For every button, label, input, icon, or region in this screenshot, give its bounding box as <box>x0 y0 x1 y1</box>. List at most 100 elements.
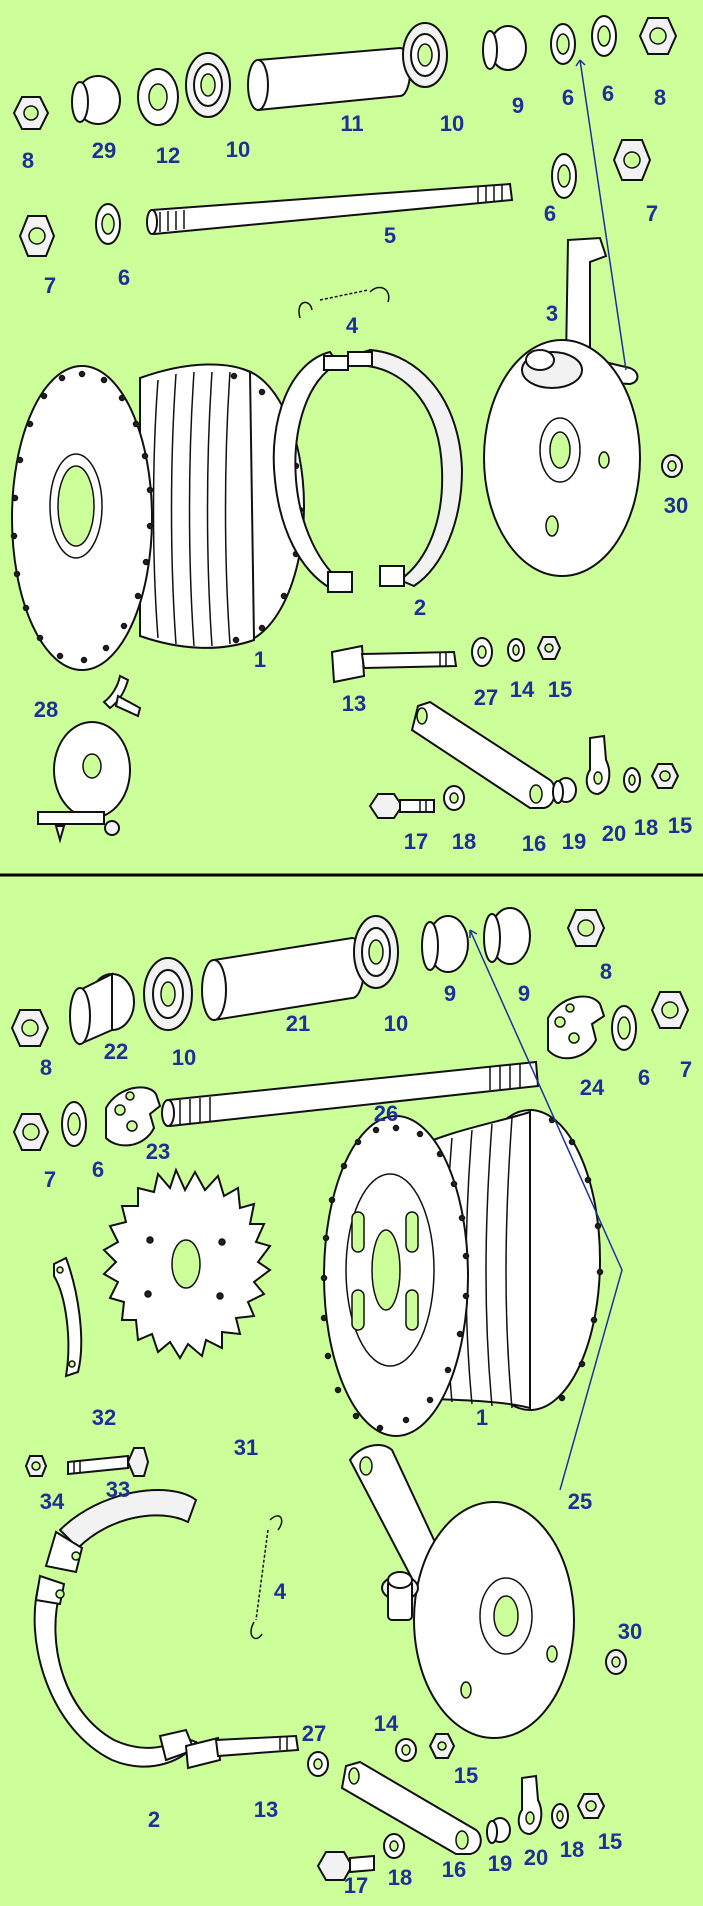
callout: 7 <box>680 1057 692 1082</box>
upper-callouts: 8 29 12 10 11 10 9 6 6 8 7 6 5 6 7 4 3 3… <box>22 81 692 856</box>
callout: 3 <box>546 301 558 326</box>
callout: 10 <box>226 137 250 162</box>
callout: 8 <box>654 85 666 110</box>
washer-12 <box>137 68 179 126</box>
nut-8-right <box>638 17 678 55</box>
callout: 15 <box>598 1829 622 1854</box>
nut-30 <box>661 454 683 478</box>
washer-6-right <box>551 153 577 199</box>
callout: 9 <box>444 981 456 1006</box>
front-hub-assembly: 8 29 12 10 11 10 9 6 6 8 7 6 5 6 7 4 3 3… <box>10 15 692 856</box>
brake-cam-13 <box>330 644 458 684</box>
torque-arm-16 <box>410 700 556 809</box>
nut-7-right <box>612 139 652 181</box>
nut-15-b <box>428 1733 456 1759</box>
bearing-10-right <box>402 22 448 88</box>
callout: 34 <box>40 1489 65 1514</box>
brake-plate-3 <box>483 236 641 577</box>
axle-5 <box>146 182 514 236</box>
callout: 21 <box>286 1011 310 1036</box>
callout: 14 <box>510 677 535 702</box>
callout: 22 <box>104 1039 128 1064</box>
chain-adjuster-23 <box>105 1086 162 1147</box>
washer-6-b-right <box>611 1005 637 1051</box>
bolt-17-b <box>316 1851 375 1881</box>
bushing-9-b-left <box>421 915 469 973</box>
callout: 24 <box>580 1075 605 1100</box>
washer-14-b <box>395 1738 417 1762</box>
washer-6-b <box>591 15 617 57</box>
callout: 4 <box>274 1579 287 1604</box>
leader-line-upper <box>579 59 627 371</box>
callout: 11 <box>340 111 363 136</box>
washer-27-b <box>307 1751 329 1777</box>
spring-4-b <box>250 1515 283 1640</box>
bushing-29 <box>71 75 121 125</box>
callout: 14 <box>374 1711 399 1736</box>
brake-shoes-2 <box>272 348 464 593</box>
callout: 7 <box>646 201 658 226</box>
washer-6-left <box>95 203 121 245</box>
callout: 18 <box>452 829 476 854</box>
callout: 27 <box>474 685 498 710</box>
callout: 17 <box>344 1873 368 1898</box>
nut-15 <box>536 636 562 660</box>
callout: 29 <box>92 138 116 163</box>
chain-adjuster-24 <box>547 995 606 1060</box>
nut-8-left-b <box>10 1009 50 1047</box>
callout: 1 <box>254 647 266 672</box>
callout: 6 <box>544 201 556 226</box>
callout: 33 <box>106 1477 130 1502</box>
nut-30-b <box>605 1649 627 1675</box>
callout: 12 <box>156 143 180 168</box>
callout: 8 <box>22 148 34 173</box>
callout: 6 <box>562 85 574 110</box>
callout: 25 <box>568 1489 592 1514</box>
spacer-19 <box>552 777 577 804</box>
callout: 23 <box>146 1139 170 1164</box>
callout: 10 <box>440 111 464 136</box>
callout: 9 <box>512 93 524 118</box>
callout: 8 <box>600 959 612 984</box>
sprocket-31 <box>102 1167 272 1360</box>
washer-18-b-right <box>551 1803 569 1829</box>
lock-plate-32 <box>53 1256 83 1378</box>
callout: 2 <box>148 1807 160 1832</box>
callout: 32 <box>92 1405 116 1430</box>
callout: 13 <box>342 691 366 716</box>
callout: 17 <box>404 829 428 854</box>
spring-4 <box>298 286 390 319</box>
callout: 19 <box>562 829 586 854</box>
callout: 18 <box>634 815 658 840</box>
callout: 28 <box>34 697 58 722</box>
callout: 1 <box>476 1405 488 1430</box>
callout: 31 <box>234 1435 258 1460</box>
callout: 6 <box>638 1065 650 1090</box>
bearing-10-b-left <box>143 957 193 1031</box>
callout: 20 <box>524 1845 548 1870</box>
hub-1-rear <box>320 1109 604 1437</box>
callout: 6 <box>92 1157 104 1182</box>
callout: 26 <box>374 1101 398 1126</box>
clip-20 <box>585 734 611 796</box>
washer-6-b-left <box>61 1101 87 1147</box>
callout: 6 <box>602 81 614 106</box>
callout: 16 <box>442 1857 466 1882</box>
bearing-10-b-right <box>353 915 399 989</box>
nut-8-right-b <box>566 909 606 947</box>
washer-18-right <box>623 767 641 793</box>
nut-7-b-right <box>650 991 690 1029</box>
hub-1 <box>10 363 305 671</box>
bolt-33 <box>67 1447 150 1477</box>
callout: 30 <box>618 1619 642 1644</box>
torque-arm-16-b <box>340 1760 482 1855</box>
callout: 10 <box>172 1045 196 1070</box>
washer-6-a <box>550 23 576 65</box>
washer-18-left <box>443 785 465 811</box>
spacer-tube-21 <box>201 936 365 1022</box>
axle-26 <box>161 1060 540 1128</box>
rear-hub-assembly: 8 22 10 21 10 9 9 8 24 6 7 7 6 23 26 32 … <box>10 907 692 1898</box>
speedo-drive-28 <box>37 674 142 844</box>
callout: 9 <box>518 981 530 1006</box>
